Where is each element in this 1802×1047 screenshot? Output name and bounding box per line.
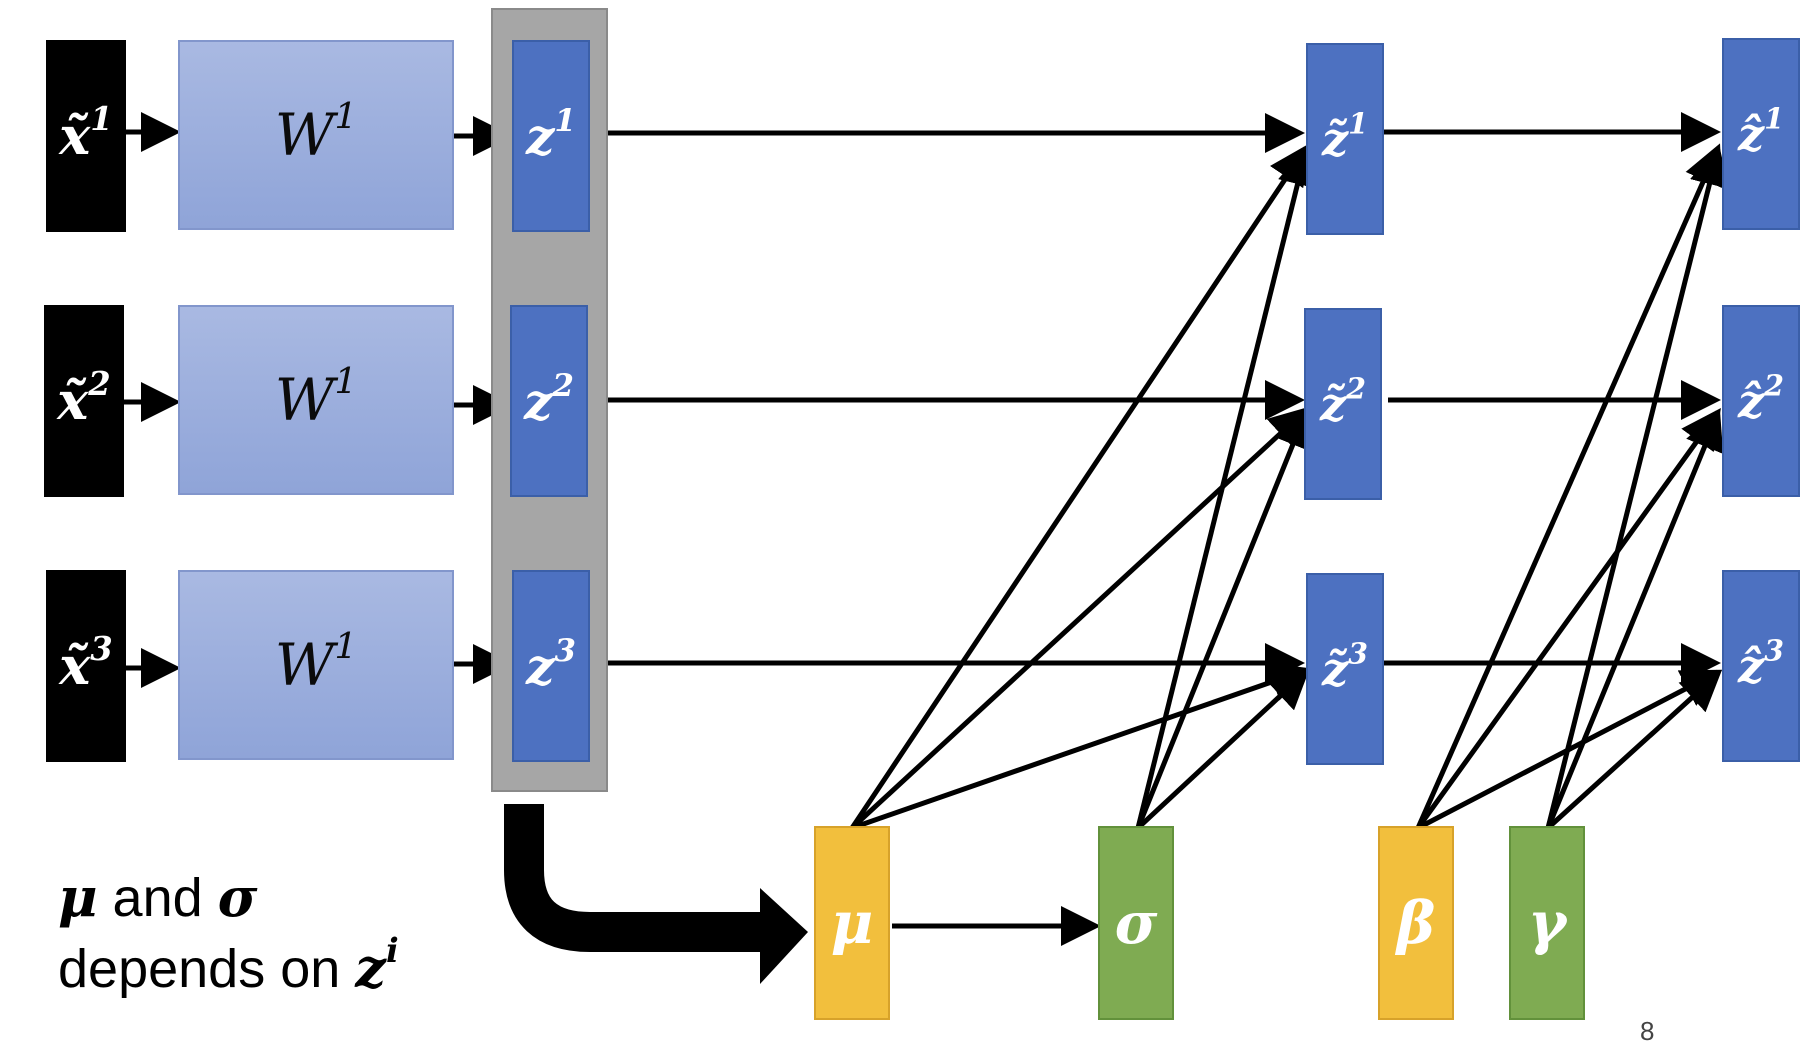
arrow-sigma-zt2 [1135,407,1312,829]
z2-box: z2 [510,305,588,497]
arrow-mu-zt2 [850,406,1310,830]
weight-w2: W1 [178,305,454,495]
z2-label: z2 [524,367,574,431]
z-tilde2-box: z̃2 [1304,308,1382,500]
arrow-mu-zt3 [851,662,1311,831]
gamma-label: γ [1527,889,1567,957]
sigma-label: σ [1114,889,1158,957]
weight-w1: W1 [178,40,454,230]
z-hat1-box: ẑ1 [1722,38,1800,230]
z-hat3-box: ẑ3 [1722,570,1800,762]
arrow-gamma-zh1 [1545,145,1729,829]
z-hat2-box: ẑ2 [1722,305,1800,497]
arrow-mu-zt1 [849,143,1309,830]
beta-label: β [1396,889,1436,957]
weight-w3-label: W1 [274,626,358,699]
z-hat1-label: ẑ1 [1738,101,1784,161]
caption: μ and σ depends on zi [58,862,399,1004]
arrow-gamma-zh2 [1545,409,1724,829]
arrow-gamma-zh3 [1546,670,1722,830]
beta-box: β [1378,826,1454,1020]
sigma-box: σ [1098,826,1174,1020]
caption-line1: μ and σ [58,865,258,929]
z-tilde3-label: z̃3 [1322,636,1368,696]
arrow-beta-zh2 [1415,407,1721,830]
z-tilde3-box: z̃3 [1306,573,1384,765]
big-arrow-head [760,888,808,984]
input-x1-label: x̃1 [59,99,113,167]
mu-box: μ [814,826,890,1020]
input-x3: x̃3 [46,570,126,762]
z3-box: z3 [512,570,590,762]
caption-line2: depends on zi [58,930,399,1000]
input-x3-label: x̃3 [59,629,113,697]
arrow-sigma-zt1 [1135,145,1317,829]
mu-label: μ [830,889,874,957]
arrow-sigma-zt3 [1136,668,1310,830]
z1-label: z1 [526,102,576,166]
arrow-beta-zh1 [1415,143,1723,830]
z-tilde1-box: z̃1 [1306,43,1384,235]
z3-label: z3 [526,632,576,696]
z-tilde1-label: z̃1 [1322,106,1368,166]
input-x1: x̃1 [46,40,126,232]
input-x2-label: x̃2 [57,364,111,432]
z-hat2-label: ẑ2 [1738,368,1784,428]
gamma-box: γ [1509,826,1585,1020]
weight-w3: W1 [178,570,454,760]
z1-box: z1 [512,40,590,232]
z-tilde2-label: z̃2 [1320,371,1366,431]
input-x2: x̃2 [44,305,124,497]
big-arrow-band-to-mu [504,804,770,952]
page-number: 8 [1640,1016,1655,1046]
weight-w2-label: W1 [274,361,358,434]
weight-w1-label: W1 [274,96,358,169]
z-hat3-label: ẑ3 [1738,633,1784,693]
